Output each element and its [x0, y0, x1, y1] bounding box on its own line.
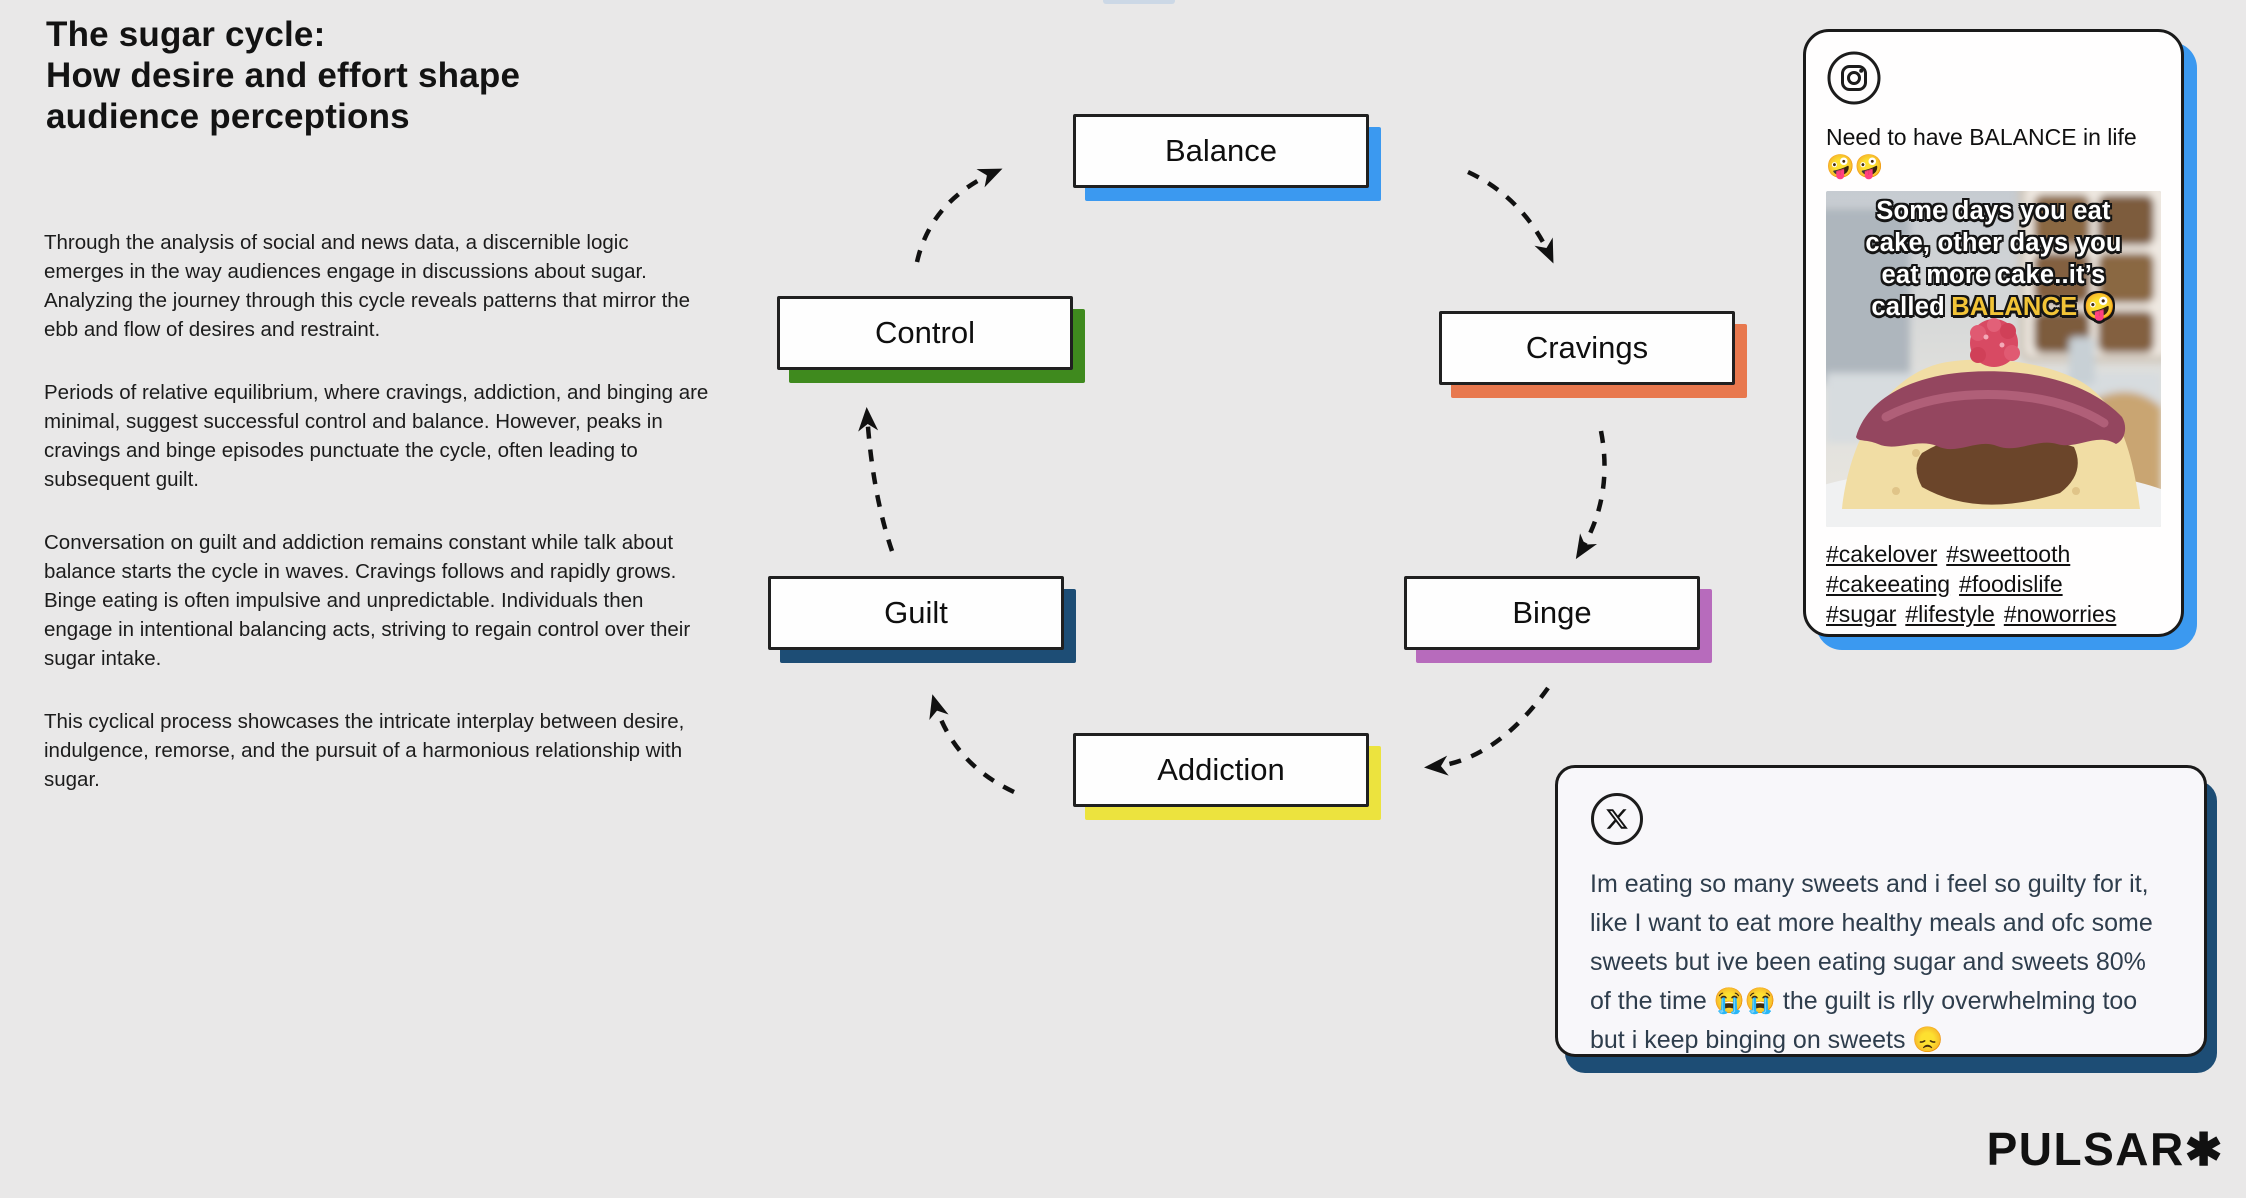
x-post-line: Im eating so many sweets and i feel so g…	[1590, 870, 2149, 898]
meme-line: Some days you eat	[1876, 197, 2111, 225]
arrow-binge-to-addiction	[1424, 686, 1550, 776]
meme-highlight-word: BALANCE	[1951, 293, 2078, 321]
cycle-node-control: Control	[777, 296, 1073, 370]
meme-line: eat more cake..it’s	[1881, 261, 2106, 289]
x-logo-icon	[1591, 793, 1643, 845]
hashtag-link[interactable]: #noworries	[2003, 601, 2117, 627]
hashtag-link[interactable]: #cakeeating	[1826, 571, 1951, 597]
x-post-line: sweets but ive been eating sugar and swe…	[1590, 948, 2146, 976]
instagram-icon	[1827, 51, 1881, 105]
instagram-post-card: Need to have BALANCE in life 🤪🤪	[1803, 29, 2184, 637]
cycle-node-balance: Balance	[1073, 114, 1369, 188]
instagram-hashtags: #cakelover #sweettooth #cakeeating #foodis…	[1826, 539, 2161, 629]
hashtag-row: #sugar #lifestyle #noworries	[1826, 599, 2161, 629]
hashtag-link[interactable]: #foodislife	[1959, 571, 2063, 597]
x-post-line: like I want to eat more healthy meals an…	[1590, 909, 2153, 937]
hashtag-row: #cakelover #sweettooth	[1826, 539, 2161, 569]
cake-meme-image: Some days you eat cake, other days you e…	[1826, 191, 2161, 527]
cycle-node-guilt: Guilt	[768, 576, 1064, 650]
arrow-balance-to-cravings	[1467, 169, 1554, 264]
hashtag-link[interactable]: #lifestyle	[1905, 601, 1995, 627]
hashtag-link[interactable]: #cakelover	[1826, 541, 1938, 567]
cycle-arrows	[858, 168, 1607, 795]
cycle-node-label: Binge	[1512, 595, 1592, 630]
cycle-node-label: Guilt	[884, 595, 948, 630]
pulsar-logo-text: PULSAR	[1986, 1123, 2185, 1175]
x-post-card: Im eating so many sweets and i feel so g…	[1555, 765, 2207, 1057]
cycle-node-label: Addiction	[1157, 752, 1285, 787]
x-post-line: but i keep binging on sweets 😞	[1590, 1026, 1944, 1054]
intro-paragraph: Conversation on guilt and addiction rema…	[44, 531, 691, 670]
pulsar-asterisk-icon: ✱	[2184, 1124, 2224, 1175]
instagram-caption: Need to have BALANCE in life 🤪🤪	[1826, 124, 2137, 179]
cycle-node-addiction: Addiction	[1073, 733, 1369, 807]
cake-photo	[1826, 191, 2161, 527]
hashtag-link[interactable]: #sugar	[1826, 601, 1897, 627]
cycle-node-label: Balance	[1164, 133, 1278, 168]
cycle-node-binge: Binge	[1404, 576, 1700, 650]
intro-paragraph: Through the analysis of social and news …	[44, 231, 691, 341]
page-title: The sugar cycle: How desire and effort s…	[46, 15, 521, 136]
arrow-control-to-balance	[914, 168, 1003, 263]
intro-paragraph: Periods of relative equilibrium, where c…	[44, 381, 709, 491]
cycle-node-label: Cravings	[1525, 330, 1649, 365]
intro-paragraph: This cyclical process showcases the intr…	[44, 710, 685, 791]
x-post-line: of the time 😭😭 the guilt is rlly overwhe…	[1590, 987, 2138, 1015]
cycle-node-label: Control	[875, 315, 975, 350]
arrow-cravings-to-binge	[1575, 430, 1607, 560]
hashtag-row: #cakeeating #foodislife	[1826, 569, 2161, 599]
cycle-node-cravings: Cravings	[1439, 311, 1735, 385]
meme-caption: Some days you eat cake, other days you e…	[1826, 195, 2161, 323]
arrow-addiction-to-guilt	[929, 694, 1015, 795]
hashtag-link[interactable]: #sweettooth	[1946, 541, 2071, 567]
meme-line: cake, other days you	[1865, 229, 2122, 257]
pulsar-logo: PULSAR✱	[1987, 1122, 2224, 1176]
arrow-guilt-to-control	[858, 407, 895, 552]
x-post-text: Im eating so many sweets and i feel so g…	[1590, 865, 2172, 1060]
meme-emoji: 🤪	[2083, 293, 2116, 321]
top-edge-artifact	[1103, 0, 1175, 4]
intro-text: Through the analysis of social and news …	[44, 228, 709, 828]
